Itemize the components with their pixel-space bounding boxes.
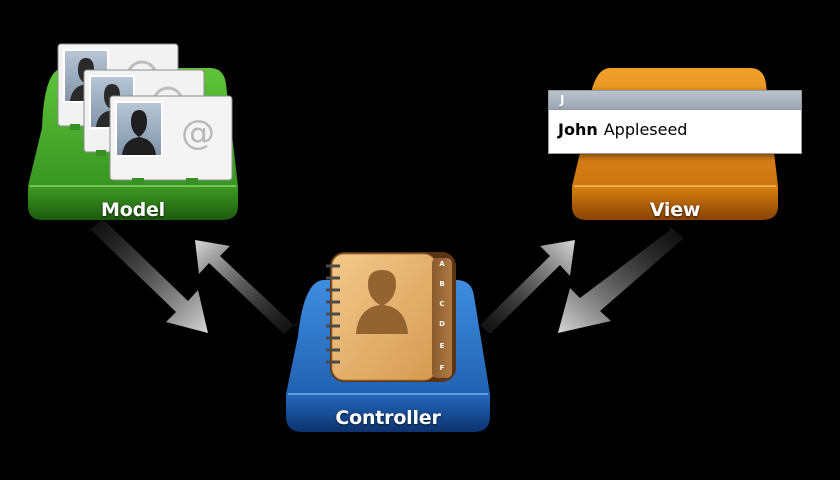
tab-letter: F <box>440 364 445 372</box>
contact-first-name: John <box>558 120 598 139</box>
email-at-icon: @ <box>181 113 215 153</box>
address-book-icon: A B C D E F <box>326 252 456 382</box>
contact-list-panel: J John Appleseed <box>548 90 802 154</box>
contact-card-icon: @ <box>109 95 233 185</box>
person-silhouette-icon <box>122 110 156 155</box>
contact-row[interactable]: John Appleseed <box>549 110 801 152</box>
tab-letter: B <box>439 280 444 288</box>
section-header: J <box>549 91 801 110</box>
tab-letter: D <box>439 320 445 328</box>
contact-last-name: Appleseed <box>603 120 688 139</box>
view-label: View <box>649 199 701 221</box>
controller-label: Controller <box>335 407 441 429</box>
tab-letter: E <box>440 342 445 350</box>
arrow-controller-to-model <box>195 240 300 334</box>
arrow-controller-to-view <box>474 240 575 334</box>
arrow-model-to-controller <box>85 219 208 333</box>
person-silhouette-icon <box>356 270 408 334</box>
tab-letter: C <box>439 300 444 308</box>
tab-letter: A <box>439 260 445 268</box>
binder-rings <box>326 264 340 364</box>
model-label: Model <box>101 199 165 221</box>
arrow-view-to-controller <box>558 224 684 333</box>
